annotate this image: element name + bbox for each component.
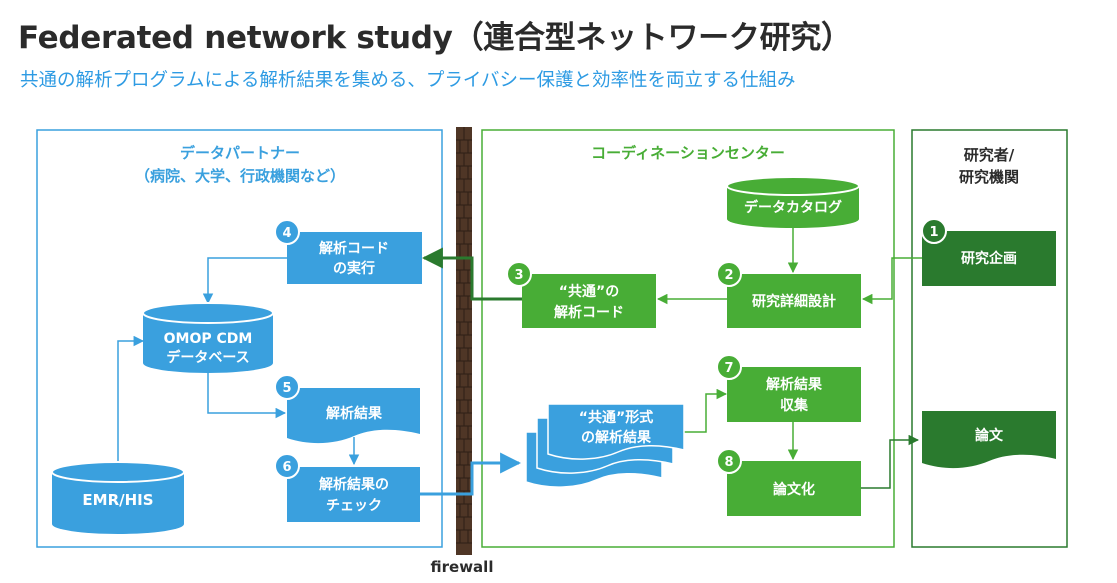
step-badge-4 xyxy=(274,219,300,245)
step-number: 2 xyxy=(724,268,733,283)
arrow-emr-to-db xyxy=(117,335,145,462)
step-badge-1 xyxy=(921,218,947,244)
coordinating-center-section xyxy=(481,129,895,548)
node-label: 論文 xyxy=(975,427,1004,444)
node-collect-results: 解析結果 収集 7 xyxy=(716,354,861,422)
data-catalog-database: データカタログ xyxy=(726,176,860,228)
omop-cdm-database: OMOP CDM データベース xyxy=(142,302,274,373)
data-partner-title: データパートナー xyxy=(180,144,300,162)
node-label: の解析結果 xyxy=(581,429,652,446)
node-label: 研究企画 xyxy=(961,250,1017,267)
coordinating-center-title: コーディネーションセンター xyxy=(591,144,785,162)
step-badge-5 xyxy=(274,374,300,400)
firewall-wall xyxy=(456,127,472,555)
step-number: 5 xyxy=(282,381,291,396)
arrow-plan-to-design xyxy=(861,257,922,305)
node-analysis-result: 解析結果 5 xyxy=(274,374,420,444)
step-badge-3 xyxy=(506,261,532,287)
step-badge-2 xyxy=(716,261,742,287)
step-number: 6 xyxy=(282,460,291,475)
node-common-analysis-code: “共通”の 解析コード 3 xyxy=(506,261,656,328)
step-number: 3 xyxy=(514,268,523,283)
step-badge-6 xyxy=(274,453,300,479)
node-analysis-code-execution: 解析コード の実行 4 xyxy=(274,219,422,284)
node-study-planning: 研究企画 1 xyxy=(921,218,1056,286)
arrow-db-to-result xyxy=(207,373,287,419)
db-label: データカタログ xyxy=(744,199,842,216)
step-number: 1 xyxy=(929,225,938,240)
researcher-subtitle: 研究機関 xyxy=(959,168,1019,186)
node-label: 解析コード xyxy=(554,304,624,321)
step-number: 8 xyxy=(724,455,733,470)
node-paper-writing: 論文化 8 xyxy=(716,448,861,516)
page-subtitle: 共通の解析プログラムによる解析結果を集める、プライバシー保護と効率性を両立する仕… xyxy=(20,70,796,91)
data-partner-section xyxy=(36,129,443,548)
db-label: EMR/HIS xyxy=(82,491,153,509)
emr-his-database: EMR/HIS xyxy=(51,461,185,534)
db-label: OMOP CDM xyxy=(164,331,253,347)
page-title: Federated network study（連合型ネットワーク研究） xyxy=(18,20,852,56)
step-badge-7 xyxy=(716,354,742,380)
node-label: 論文化 xyxy=(773,481,815,498)
node-detailed-design: 研究詳細設計 2 xyxy=(716,261,861,328)
arrow-execution-to-db xyxy=(202,257,287,305)
node-label: 解析結果 xyxy=(766,376,823,393)
researcher-title: 研究者/ xyxy=(964,146,1015,164)
node-label: 解析コード xyxy=(319,240,389,257)
firewall-label: firewall xyxy=(431,558,494,576)
node-label: “共通”形式 xyxy=(579,409,653,426)
node-result-check: 解析結果の チェック 6 xyxy=(274,453,420,522)
node-label: 解析結果 xyxy=(326,405,383,422)
arrow-check-to-common-results xyxy=(420,452,522,496)
data-partner-subtitle: （病院、大学、行政機関など） xyxy=(135,167,345,185)
db-label: データベース xyxy=(166,349,249,366)
arrow-common-code-to-execution xyxy=(421,247,522,301)
node-label: 研究詳細設計 xyxy=(752,293,836,310)
node-paper: 論文 xyxy=(922,411,1056,469)
node-label: “共通”の xyxy=(559,283,619,300)
node-label: の実行 xyxy=(333,260,375,277)
node-label: チェック xyxy=(326,498,382,514)
arrow-common-results-to-collect xyxy=(684,388,728,433)
step-number: 4 xyxy=(282,226,291,241)
node-label: 解析結果の xyxy=(319,476,389,493)
node-label: 収集 xyxy=(780,397,809,414)
arrow-paper-writing-to-paper xyxy=(861,434,920,489)
researcher-section xyxy=(911,129,1068,548)
step-number: 7 xyxy=(724,361,733,376)
node-common-format-results: “共通”形式 の解析結果 xyxy=(525,403,685,488)
step-badge-8 xyxy=(716,448,742,474)
